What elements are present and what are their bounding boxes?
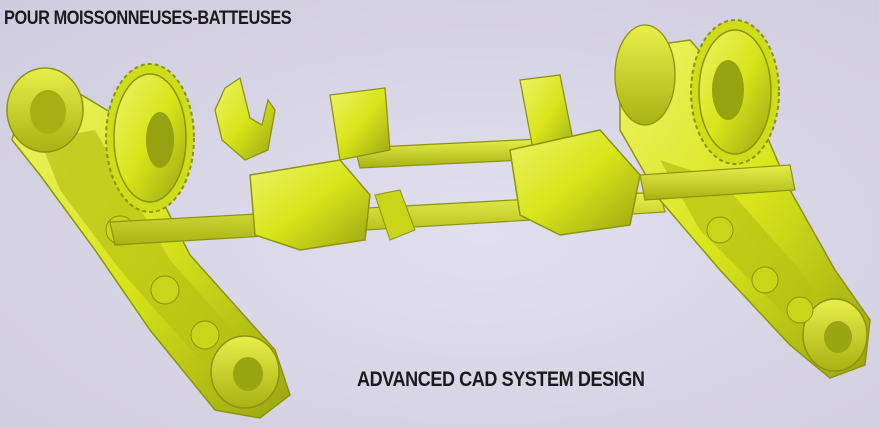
top-caption: POUR MOISSONNEUSES-BATTEUSES bbox=[4, 8, 292, 29]
right-track-assembly bbox=[614, 19, 871, 379]
left-sprocket bbox=[105, 63, 195, 213]
right-sprocket bbox=[690, 19, 780, 165]
central-axle-frame bbox=[109, 74, 666, 251]
bottom-caption: ADVANCED CAD SYSTEM DESIGN bbox=[357, 368, 645, 391]
